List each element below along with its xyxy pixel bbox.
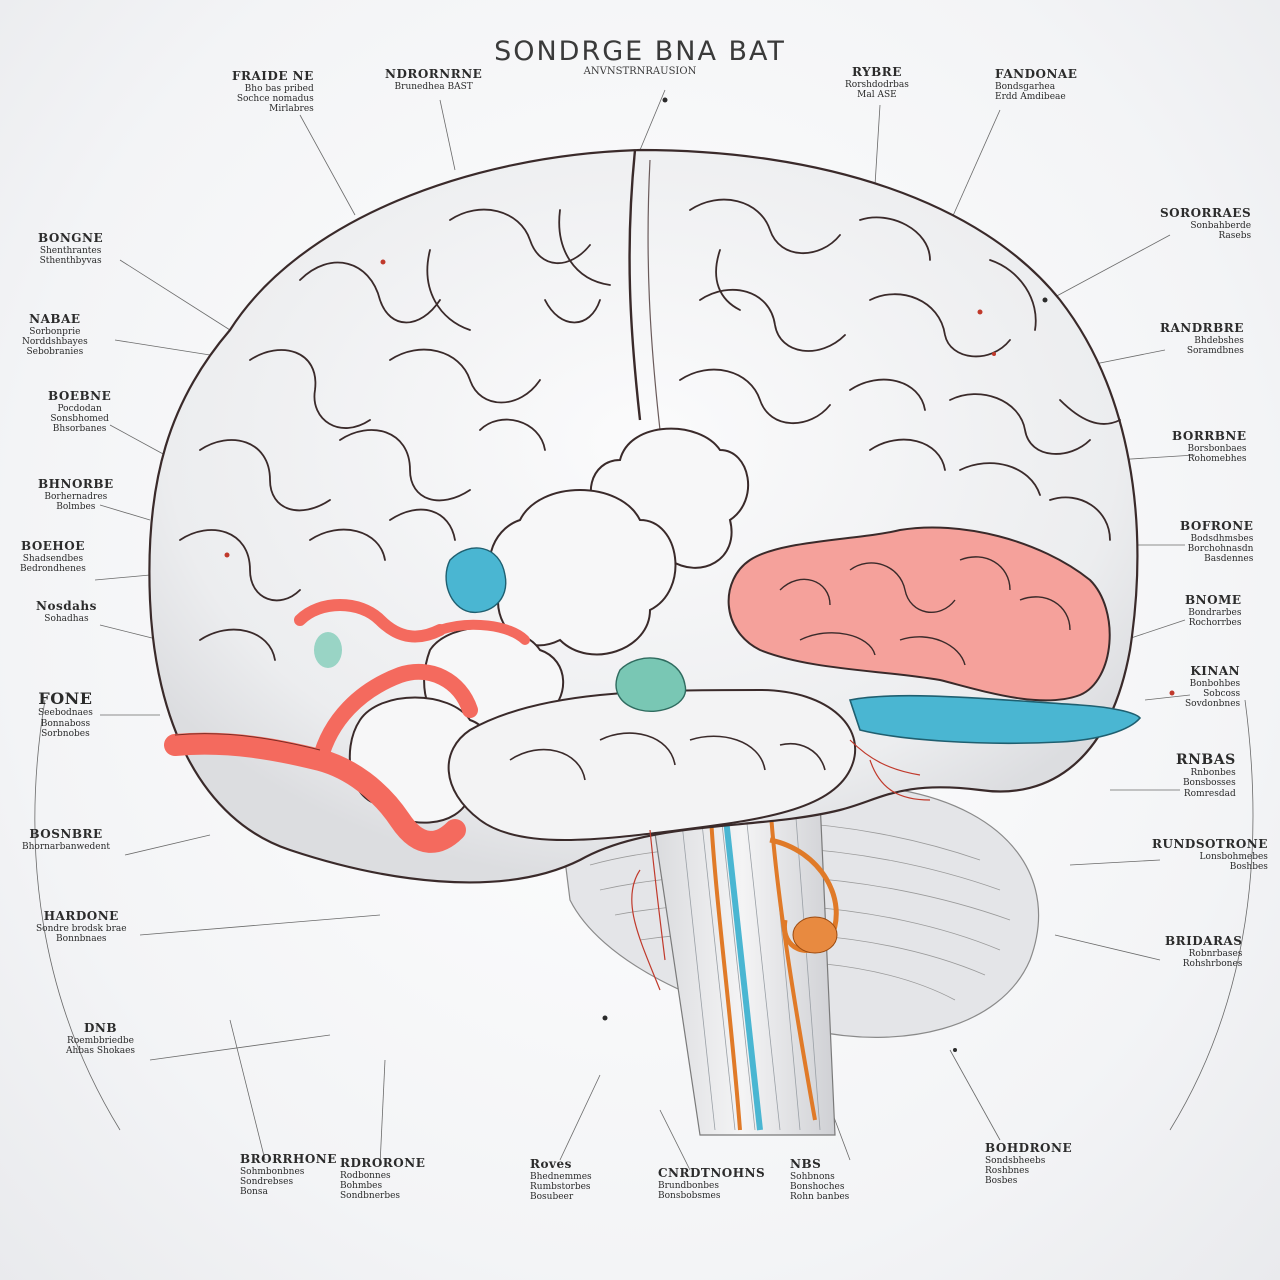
- label-right-8: RUNDSOTRONE Lonsbohmebes Boshbes: [1152, 837, 1268, 873]
- leader-line: [1054, 934, 1161, 961]
- label-left-5: BOEHOE Shadsendbes Bedrondhenes: [20, 539, 86, 575]
- longitudinal-fissure-inner: [647, 159, 661, 431]
- capillaries: [631, 739, 931, 991]
- leader-line: [559, 1074, 601, 1161]
- label-left-8: BOSNBRE Bhornarbanwedent: [22, 827, 111, 852]
- leader-line: [949, 1049, 1001, 1141]
- label-left-6: Nosdahs Sohadhas: [36, 599, 97, 624]
- teal-spot: [314, 632, 342, 668]
- label-left-3: BOEBNE Pocdodan Sonsbhomed Bhsorbanes: [48, 389, 112, 435]
- red-vessel: [435, 619, 530, 645]
- leader-line: [114, 339, 211, 356]
- leader-line: [124, 834, 211, 856]
- leader-line: [149, 1034, 331, 1061]
- label-bottom-4: CNRDTNOHNS Brundbonbes Bonsbobsmes: [658, 1166, 766, 1202]
- label-left-1: BONGNE Shenthrantes Sthenthbyvas: [38, 231, 104, 267]
- label-left-4: BHNORBE Borhernadres Bolmbes: [38, 477, 114, 513]
- pink-lobe: [727, 526, 1111, 702]
- blue-tract-left: [445, 547, 507, 614]
- label-right-1: SORORRAES Sonbahberde Rasebs: [1160, 206, 1252, 242]
- diagram-subtitle: ANVNSTRNRAUSION: [583, 66, 697, 77]
- teal-blob: [615, 657, 687, 712]
- leader-line: [99, 504, 151, 521]
- leader-line: [874, 104, 881, 186]
- brainstem-blue-tract: [722, 809, 763, 1131]
- leader-line: [1144, 694, 1191, 701]
- label-left-9: HARDONE Sondre brodsk brae Bonnbnaes: [36, 909, 127, 945]
- red-vessel: [294, 599, 446, 643]
- orange-node: [792, 916, 838, 954]
- label-top-right-1: RYBRE Rorshdodrbas Mal ASE: [845, 65, 909, 101]
- label-right-4: BOFRONE Bodsdhmsbes Borchohnasdn Basdenn…: [1180, 519, 1254, 565]
- label-right-6: KINAN Bonbohbes Sobcoss Sovdonbnes: [1185, 664, 1241, 710]
- leader-line: [1039, 234, 1171, 306]
- leader-line: [379, 1059, 386, 1166]
- label-bottom-3: Roves Bhednemmes Rumbstorbes Bosubeer: [530, 1157, 592, 1203]
- leader-line: [109, 424, 166, 456]
- label-top-left-1: FRAIDE NE Bho bas pribed Sochce nomadus …: [232, 69, 314, 115]
- label-right-5: BNOME Bondrarbes Rochorrbes: [1185, 593, 1242, 629]
- label-left-2: NABAE Sorbonprie Norddshbayes Sebobranie…: [22, 312, 88, 358]
- label-right-7: RNBAS Rnbonbes Bonsbosses Romresdad: [1176, 752, 1236, 799]
- leader-line: [1069, 859, 1161, 866]
- leader-line: [94, 574, 151, 581]
- leader-line: [439, 99, 456, 171]
- label-left-10: DNB Roembbriedbe Ahbas Shokaes: [66, 1021, 136, 1057]
- label-top-right-2: FANDONAE Bondsgarhea Erdd Amdibeae: [995, 67, 1078, 103]
- leader-line: [34, 699, 121, 1131]
- diagram-title: SONDRGE BNA BAT: [494, 36, 786, 67]
- leader-line: [299, 114, 356, 216]
- label-dots: [602, 97, 1048, 1052]
- pink-lobe-sulci: [779, 556, 1071, 666]
- leader-line: [639, 89, 666, 151]
- red-vessel-outline: [174, 733, 321, 751]
- leader-line: [229, 1019, 266, 1161]
- cortical-sulci: [179, 198, 1121, 661]
- label-top-left-2: NDRORNRNE Brunedhea BAST: [385, 67, 483, 92]
- label-bottom-6: BOHDRONE Sondsbheebs Roshbnes Bosbes: [985, 1141, 1073, 1187]
- brainstem-orange-vessel: [708, 799, 742, 1131]
- label-left-7: FONE Seebodnaes Bonnaboss Sorbnobes: [38, 689, 93, 740]
- leader-line: [1124, 619, 1186, 641]
- leader-line: [1089, 349, 1166, 366]
- temporal-sulci: [509, 732, 826, 781]
- leader-line: [1169, 699, 1254, 1131]
- leader-line: [119, 259, 231, 331]
- leader-line: [99, 624, 161, 641]
- leader-line: [659, 1109, 691, 1171]
- brainstem-fibers: [679, 804, 821, 1131]
- label-right-2: RANDRBRE Bhdebshes Soramdbnes: [1160, 321, 1244, 357]
- blue-tract: [848, 694, 1142, 745]
- longitudinal-fissure: [628, 149, 642, 421]
- label-bottom-1: BRORRHONE Sohmbonbnes Sondrebses Bonsa: [240, 1152, 337, 1198]
- leader-lines: [34, 89, 1254, 1171]
- leader-line: [139, 914, 381, 936]
- label-bottom-5: NBS Sohbnons Bonshoches Rohn banbes: [790, 1157, 850, 1203]
- red-vessel: [312, 663, 478, 768]
- label-right-9: BRIDARAS Robnrbases Rohshrbones: [1165, 934, 1243, 970]
- red-vessels: [164, 599, 530, 853]
- red-vessel: [164, 732, 466, 853]
- dots: [224, 259, 1175, 696]
- label-right-3: BORRBNE Borsbonbaes Rohomebhes: [1172, 429, 1247, 465]
- label-bottom-2: RDRORONE Rodbonnes Bohmbes Sondbnerbes: [340, 1156, 426, 1202]
